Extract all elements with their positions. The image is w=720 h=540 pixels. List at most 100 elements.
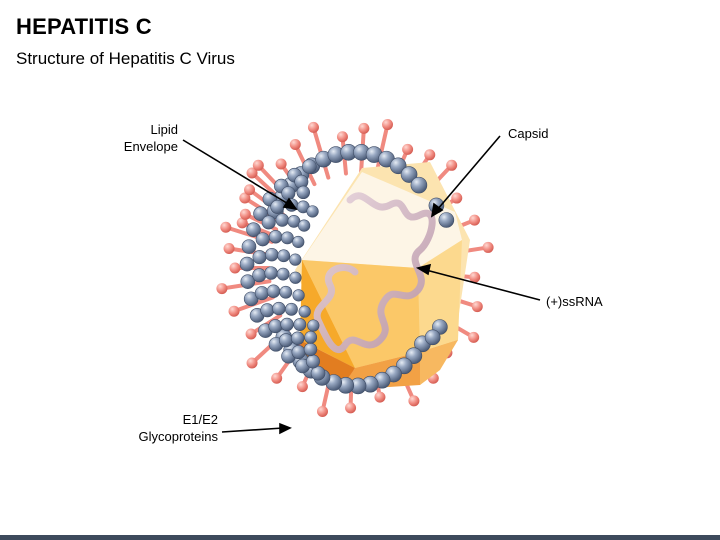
glycoprotein-knob	[223, 243, 235, 255]
glycoprotein-knob	[382, 119, 394, 131]
glycoprotein-knob	[345, 402, 357, 414]
lipid-bead	[285, 302, 298, 316]
lipid-bead	[298, 219, 311, 232]
lipid-bead	[276, 267, 290, 281]
glycoprotein-knob	[402, 143, 414, 155]
glycoprotein-knob	[296, 381, 308, 393]
lipid-bead	[252, 268, 267, 283]
label-pointers	[182, 135, 541, 435]
rna-label: (+)ssRNA	[546, 294, 603, 309]
rna-strand	[313, 192, 436, 354]
glycoprotein-knob	[252, 159, 264, 171]
lipid-bead	[280, 317, 294, 332]
lipid-bead	[270, 199, 285, 214]
glyco-pointer-line	[221, 427, 284, 433]
glycoprotein-knob	[245, 328, 257, 340]
lipid-bead	[410, 176, 428, 194]
lipid-bead	[389, 157, 407, 175]
lipid-bead	[424, 329, 441, 346]
glycoprotein-knob	[358, 122, 370, 134]
lipid-bead	[307, 319, 320, 332]
glycoprotein-knob	[451, 192, 463, 204]
rna-pointer-arrow	[415, 263, 432, 276]
glycoproteins-label-line1: E1/E2	[182, 412, 218, 427]
capsid-lower-shade	[420, 340, 458, 385]
glycoprotein-knob	[469, 214, 481, 226]
glycoprotein-knob	[236, 217, 248, 229]
capsid-label: Capsid	[508, 126, 549, 141]
glycoprotein-knob	[228, 305, 240, 317]
glycoproteins-label-line2: Glycoproteins	[138, 429, 218, 444]
lipid-bead	[279, 285, 293, 299]
lipid-bead	[254, 286, 269, 301]
lipid-bead	[252, 250, 267, 265]
lipid-envelope-label: Lipid Envelope	[100, 121, 178, 155]
lipid-bead	[240, 274, 256, 289]
glycoprotein-knob	[469, 271, 481, 283]
lipid-bead	[275, 213, 289, 227]
lipid-bead	[310, 365, 326, 381]
lipid-bead	[260, 303, 275, 318]
lipid-bead	[291, 345, 306, 360]
glycoprotein-knob	[239, 192, 251, 204]
glyco-pointer-arrow	[279, 422, 292, 435]
lipid-bead	[280, 231, 294, 245]
lipid-bead	[268, 319, 283, 334]
glycoprotein-knob	[220, 221, 232, 233]
lipid-bead	[289, 271, 302, 284]
capsid-pointer-arrow	[430, 202, 444, 218]
lipid-bead	[277, 249, 291, 263]
lipid-bead	[239, 256, 255, 272]
capsid	[295, 162, 470, 390]
glycoprotein-knob	[239, 208, 251, 220]
lipid-bead	[289, 253, 302, 266]
lipid-envelope-label-line2: Envelope	[123, 139, 178, 154]
glycoprotein-knob	[471, 301, 483, 313]
glycoprotein-knob	[336, 131, 348, 143]
lipid-bead	[400, 166, 418, 183]
glycoprotein-knob	[244, 184, 256, 196]
lipid-bead	[296, 185, 310, 200]
lipid-bead	[304, 330, 318, 344]
lipid-envelope-label-line1: Lipid	[150, 122, 178, 137]
capsid-pointer-line	[436, 135, 501, 211]
glycoprotein-knob	[374, 391, 386, 403]
glycoprotein-knob	[424, 149, 436, 161]
glycoprotein-knob	[307, 121, 319, 133]
glycoprotein-knob	[408, 395, 420, 407]
lipid-bead	[305, 354, 320, 369]
glycoprotein-knob	[271, 372, 283, 384]
lipid-bead	[303, 342, 318, 357]
lipid-bead	[278, 333, 293, 348]
glycoprotein-knob	[246, 167, 258, 179]
glycoprotein-knob	[289, 138, 301, 150]
glycoprotein-knob	[229, 262, 241, 274]
lipid-pointer-line	[182, 139, 291, 206]
lipid-bead	[292, 235, 305, 249]
lipid-bead	[255, 232, 270, 247]
bottom-bar	[0, 535, 720, 540]
glycoprotein-knob	[246, 357, 258, 369]
glycoprotein-knob	[468, 331, 480, 343]
glycoprotein-knob	[482, 241, 494, 253]
lipid-bead	[241, 239, 257, 254]
lipid-bead	[291, 331, 305, 345]
lipid-bead	[246, 222, 261, 237]
lipid-bead	[281, 186, 296, 201]
lipid-bead	[298, 305, 311, 318]
glycoprotein-knob	[316, 405, 328, 417]
slide-subtitle: Structure of Hepatitis C Virus	[16, 49, 235, 68]
slide-title: HEPATITIS C	[16, 14, 152, 39]
lipid-bead	[405, 347, 423, 364]
lipid-bead	[293, 318, 307, 331]
lipid-bead	[264, 266, 278, 280]
lipid-bead	[266, 284, 281, 298]
rna-pointer-line	[425, 269, 541, 301]
lipid-bead	[306, 205, 319, 218]
lipid-bead	[265, 247, 279, 262]
lipid-bead	[438, 212, 455, 228]
lipid-bead	[302, 159, 317, 174]
lipid-bead	[292, 289, 305, 302]
lipid-bead	[261, 215, 276, 230]
